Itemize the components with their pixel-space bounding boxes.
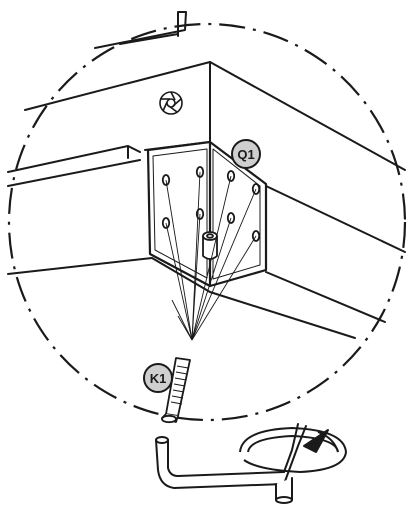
label-q1: Q1	[232, 140, 260, 168]
label-q1-text: Q1	[237, 147, 254, 162]
label-k1: K1	[144, 364, 172, 392]
shutter-icon	[160, 92, 182, 114]
label-k1-text: K1	[150, 371, 167, 386]
